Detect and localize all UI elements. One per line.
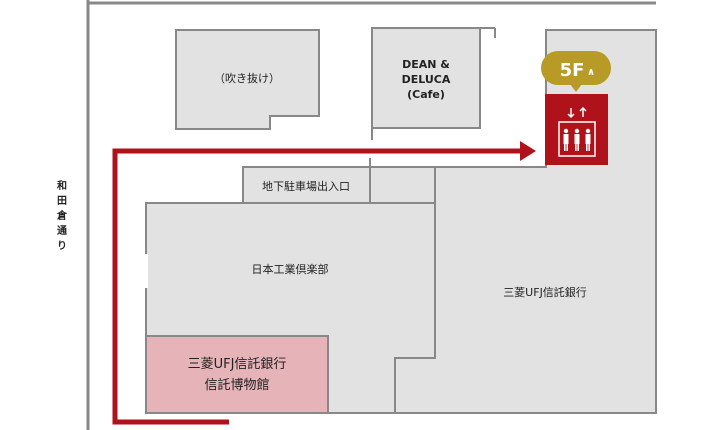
atrium-room [175, 29, 320, 130]
floor-badge-label: 5F [560, 60, 585, 81]
street-name-char-2: 田 [57, 195, 67, 207]
cafe-label-line-1: DEAN & [402, 58, 450, 71]
club-label: 日本工業倶楽部 [252, 262, 329, 276]
museum-room [145, 335, 329, 414]
street-name-char-4: 通 [57, 225, 67, 237]
bank-label: 三菱UFJ信託銀行 [503, 285, 587, 299]
club-entrance-gap [140, 254, 148, 288]
parking-entrance-label: 地下駐車場出入口 [262, 179, 350, 193]
cafe-label-line-3: (Cafe) [407, 88, 445, 101]
street-name-char-1: 和 [56, 179, 67, 192]
floor-badge: 5F ∧ [541, 51, 611, 92]
elevator-icon [558, 106, 596, 157]
route-path [112, 148, 522, 425]
elevator-people-icon [563, 128, 591, 151]
museum-label-line-2: 信託博物館 [204, 377, 269, 393]
cafe-room [371, 27, 481, 129]
street-name: 和 田 倉 通 り [56, 179, 68, 252]
outer-walls [86, 0, 656, 430]
route-arrow-head [520, 141, 536, 161]
atrium-label: （吹き抜け） [214, 71, 280, 85]
corridor-block [369, 166, 436, 204]
museum-label-line-1: 三菱UFJ信託銀行 [188, 356, 287, 372]
street-name-char-3: 倉 [56, 209, 68, 222]
cafe-label-line-2: DELUCA [402, 73, 451, 86]
street-name-char-5: り [57, 240, 67, 252]
floor-badge-arrow: ∧ [587, 67, 595, 78]
